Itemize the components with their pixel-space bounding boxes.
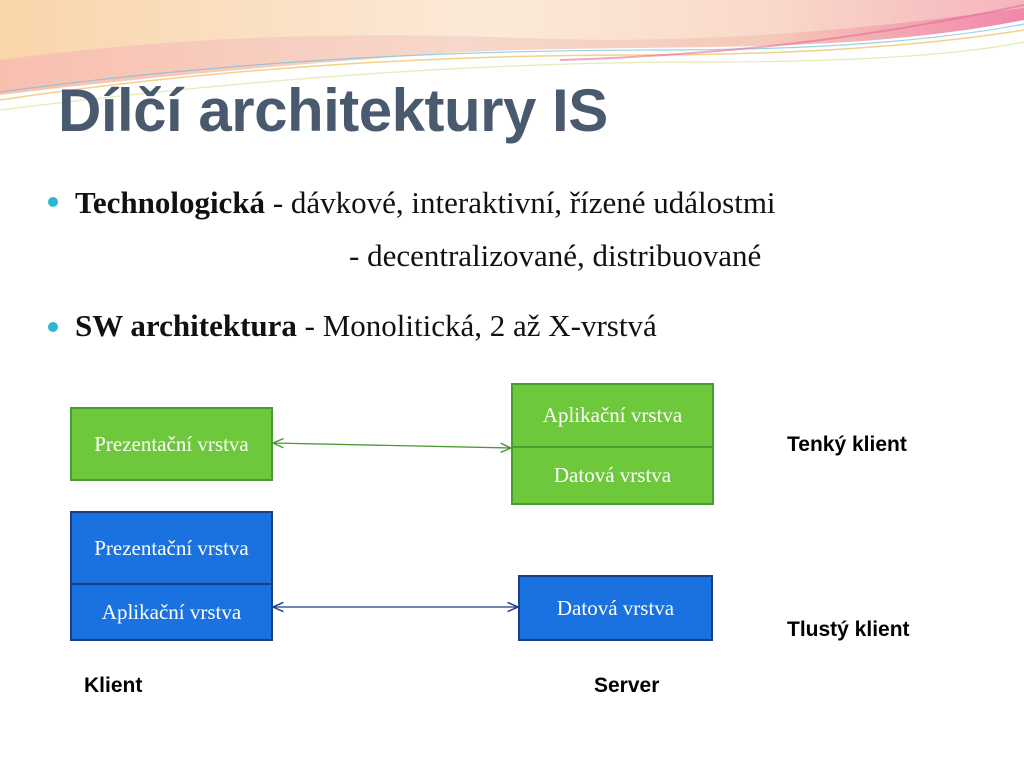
thin-client-label: Tenký klient [787, 433, 907, 456]
bullet-term: SW architektura [75, 308, 297, 343]
bullet-text: - dávkové, interaktivní, řízené událostm… [265, 185, 776, 220]
bullet-continuation: - decentralizované, distribuované [349, 238, 762, 273]
thick-server-data-box: Datová vrstva [518, 575, 713, 641]
page-title: Dílčí architektury IS [58, 77, 608, 144]
server-column-label: Server [594, 674, 660, 697]
thin-client-presentation-box: Prezentační vrstva [70, 407, 273, 481]
thick-client-presentation-box: Prezentační vrstva [70, 511, 273, 585]
bullet-technologicka: Technologická - dávkové, interaktivní, ř… [75, 185, 776, 221]
client-column-label: Klient [84, 674, 143, 697]
bullet-term: Technologická [75, 185, 266, 220]
bullet-dot-icon [48, 197, 58, 207]
decorative-wave-header [0, 0, 1024, 130]
thick-client-application-box: Aplikační vrstva [70, 583, 273, 641]
bullet-sw-architektura: SW architektura - Monolitická, 2 až X-vr… [75, 308, 657, 344]
thin-client-arrow [273, 443, 511, 448]
thin-server-application-box: Aplikační vrstva [511, 383, 714, 448]
thick-client-label: Tlustý klient [787, 618, 910, 641]
bullet-text: - Monolitická, 2 až X-vrstvá [296, 308, 657, 343]
thin-server-data-box: Datová vrstva [511, 446, 714, 505]
bullet-dot-icon [48, 322, 58, 332]
